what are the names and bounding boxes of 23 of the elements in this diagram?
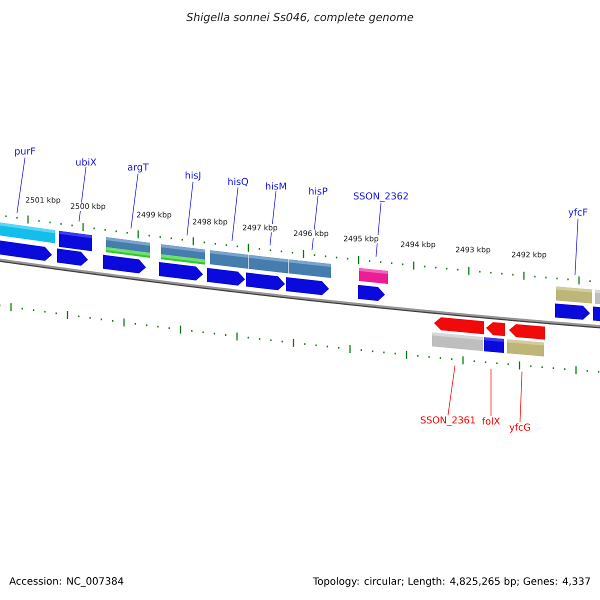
gene-label: yfcF <box>568 208 588 218</box>
title: Shigella sonnei Ss046, complete genome <box>186 12 414 24</box>
gene-label: SSON_2362 <box>354 192 408 202</box>
leader-line <box>232 187 238 242</box>
leader-line <box>490 368 492 416</box>
gene-label: purF <box>15 148 36 156</box>
leader-line <box>16 157 26 214</box>
gene-label: folX <box>482 417 500 425</box>
leader-line <box>186 181 194 236</box>
gene-label: hisQ <box>228 178 248 186</box>
leader-line <box>130 173 138 229</box>
leader-line <box>520 371 522 423</box>
gene-label: argT <box>128 164 149 172</box>
gene-label: ubiX <box>76 158 96 166</box>
gene-label: hisP <box>309 187 328 195</box>
gene-label: hisM <box>266 182 286 190</box>
leader-line <box>448 365 456 416</box>
footer-text: Topology: circular; Length: 4,825,265 bp; Genes: 4,337 <box>312 577 590 587</box>
gene-label: SSON_2361 <box>420 416 475 426</box>
footer-text: Accession: NC_007384 <box>9 577 124 587</box>
gene-label: yfcG <box>510 423 530 433</box>
gene-label: hisJ <box>186 171 200 181</box>
leader-line <box>574 218 578 276</box>
